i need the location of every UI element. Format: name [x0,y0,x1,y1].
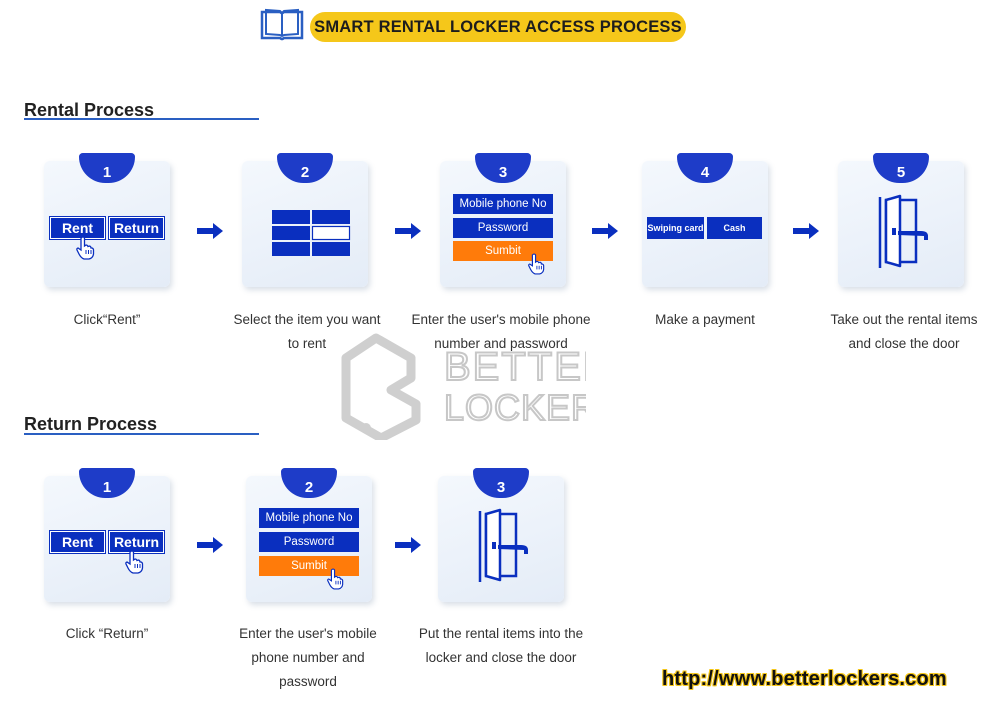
rental-step-1-caption: Click“Rent” [73,312,141,327]
submit-button[interactable]: Sumbit [259,556,359,576]
mobile-phone-field[interactable]: Mobile phone No [259,508,359,528]
return-step-1-caption: Click “Return” [65,626,149,641]
watermark-logo: BETTER LOCKERS [341,333,586,440]
locker-grid-icon[interactable] [272,210,352,258]
rent-button[interactable]: Rent [50,217,105,239]
arrow-right-icon [395,537,421,553]
rental-step-2-caption: Select the item you want to rent [233,312,381,351]
rental-section-title: Rental Process [24,100,155,120]
return-button[interactable]: Return [109,531,164,553]
return-section-title: Return Process [24,414,158,434]
hand-pointer-icon [528,253,545,275]
watermark-line1: BETTER [444,345,586,389]
book-icon [260,8,304,41]
mobile-phone-field[interactable]: Mobile phone No [453,194,553,214]
rent-button[interactable]: Rent [50,531,105,553]
hand-pointer-icon [327,568,344,590]
return-step-2-caption: Enter the user's mobile phone number and… [239,626,377,689]
rental-step-4-caption: Make a payment [655,312,755,327]
rental-section-underline [24,118,259,120]
arrow-right-icon [395,223,421,239]
arrow-right-icon [592,223,618,239]
arrow-right-icon [197,537,223,553]
rental-step-5-caption: Take out the rental items and close the … [830,312,978,351]
watermark-line2: LOCKERS [444,387,586,428]
return-button[interactable]: Return [109,217,164,239]
hand-pointer-icon [76,236,95,260]
hand-pointer-icon [125,550,144,574]
return-section-underline [24,433,259,435]
swiping-card-button[interactable]: Swiping card [647,217,704,239]
password-field[interactable]: Password [453,218,553,238]
website-url[interactable]: http://www.betterlockers.com [662,668,947,690]
return-step-3-caption: Put the rental items into the locker and… [418,626,584,665]
open-door-icon[interactable] [876,194,936,268]
submit-button[interactable]: Sumbit [453,241,553,261]
arrow-right-icon [197,223,223,239]
password-field[interactable]: Password [259,532,359,552]
cash-button[interactable]: Cash [707,217,762,239]
arrow-right-icon [793,223,819,239]
page-title: SMART RENTAL LOCKER ACCESS PROCESS [310,12,686,42]
open-door-icon[interactable] [476,508,536,582]
rental-step-3-caption: Enter the user's mobile phone number and… [411,312,591,351]
